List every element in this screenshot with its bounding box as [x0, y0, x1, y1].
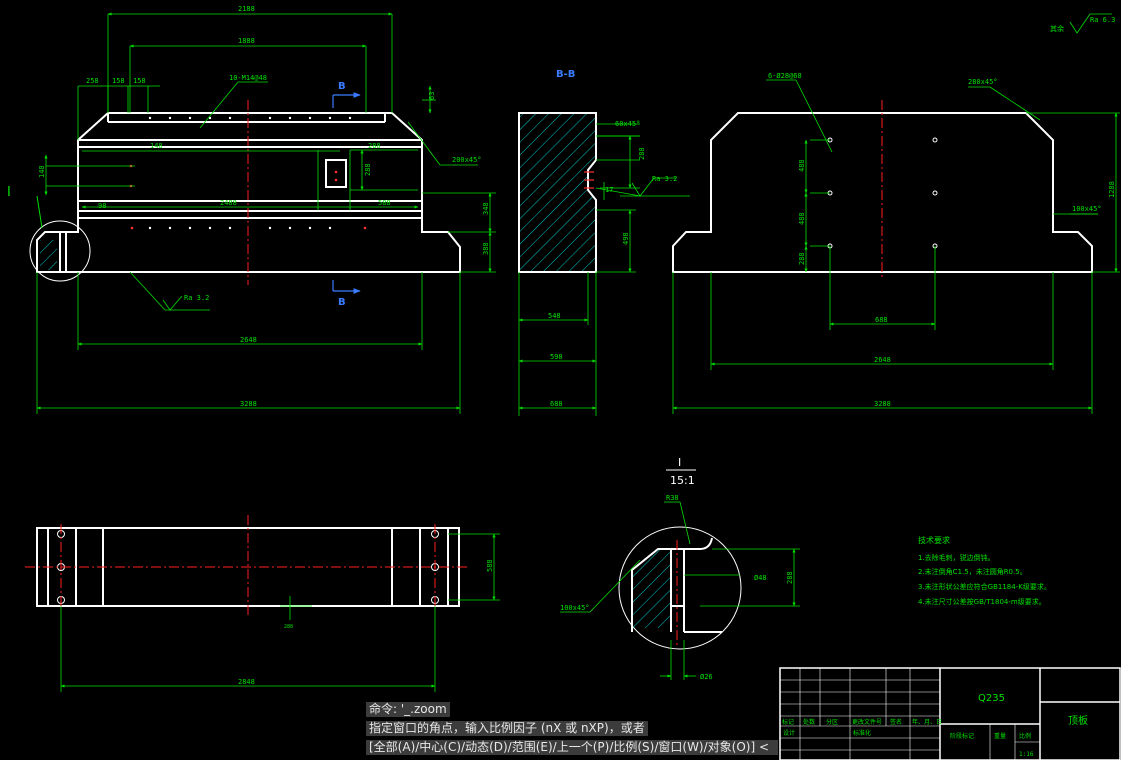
dim-left-height-1: 148	[38, 165, 46, 178]
detail-height: 288	[786, 571, 794, 584]
section-marker-top: B	[338, 81, 346, 92]
dim-mid-length-1: 148	[150, 142, 163, 150]
tech-req-line-3: 3.未注形状公差应符合GB1184-K级要求。	[918, 582, 1051, 591]
side-hole-spacing: 688	[875, 316, 888, 324]
dim-top-inner: 1888	[238, 37, 255, 45]
section-marker-bottom: B	[338, 297, 346, 308]
section-h3: 498	[622, 232, 630, 245]
title-block-material: Q235	[978, 693, 1005, 704]
section-h1: 288	[638, 147, 646, 160]
section-roughness: Ra 3.2	[652, 175, 677, 183]
command-history-2: 指定窗口的角点，输入比例因子 (nX 或 nXP)，或者	[366, 721, 648, 736]
dim-holes-label: 10-M14@48	[229, 74, 267, 82]
side-chamfer-top: 280x45°	[968, 78, 998, 86]
tech-req-line-4: 4.未注尺寸公差按GB/T1804-m级要求。	[918, 597, 1046, 606]
dim-top-left-offset: 258	[86, 77, 99, 85]
tech-req-line-2: 2.未注倒角C1.5，未注圆角R0.5。	[918, 567, 1027, 576]
plan-length: 2848	[238, 678, 255, 686]
dim-mid-height: 288	[364, 163, 372, 176]
detail-chamfer: 100x45°	[560, 604, 590, 612]
dim-mid-length-2: 2488	[220, 199, 237, 207]
detail-title-scale: 15:1	[670, 474, 695, 487]
dim-small-a: 158	[112, 77, 125, 85]
tech-requirements: 技术要求 1.去除毛刺，锐边倒钝。 2.未注倒角C1.5，未注圆角R0.5。 3…	[918, 535, 1051, 606]
tech-req-line-1: 1.去除毛刺，锐边倒钝。	[918, 553, 995, 562]
title-block-header-2: 处数	[803, 718, 815, 726]
plan-height: 588	[486, 559, 494, 572]
side-v1: 488	[798, 159, 806, 172]
dim-right-chamfer: 200x45°	[452, 156, 482, 164]
roughness-prefix: 其余	[1050, 24, 1064, 33]
roughness-value: Ra 6.3	[1090, 16, 1115, 24]
title-block-part-name: 顶板	[1068, 714, 1088, 727]
detail-view-i[interactable]: I 15:1 R38 100x45° Ø48 288 Ø26	[560, 456, 800, 681]
overall-roughness: 其余 Ra 6.3	[1050, 13, 1115, 34]
section-w3: 688	[550, 400, 563, 408]
detail-radius: R38	[666, 494, 679, 502]
side-v3: 288	[798, 252, 806, 265]
tech-req-title: 技术要求	[918, 535, 950, 545]
command-history-1: 命令: '_.zoom	[366, 702, 450, 717]
section-chamfer: 60x45°	[615, 120, 640, 128]
title-block-standardization: 标准化	[853, 729, 871, 737]
title-block-scale-value: 1:16	[1019, 751, 1034, 758]
dim-front-right-h2: 388	[482, 242, 490, 255]
dim-small-mark: 98	[98, 202, 106, 210]
side-length: 2648	[874, 356, 891, 364]
dim-mid-right-top: 288	[368, 142, 381, 150]
dim-front-length: 2648	[240, 336, 257, 344]
side-height: 1288	[1108, 181, 1116, 198]
title-block-header-6: 年、月、日	[912, 718, 942, 726]
dim-small-b: 158	[133, 77, 146, 85]
detail-dia: Ø48	[754, 574, 767, 582]
section-title: B-B	[556, 69, 575, 80]
command-prompt: [全部(A)/中心(C)/动态(D)/范围(E)/上一个(P)/比例(S)/窗口…	[369, 740, 770, 754]
command-input[interactable]	[769, 741, 776, 754]
section-h2: 17	[605, 186, 613, 194]
title-block-weight: 重量	[994, 732, 1006, 740]
section-w2: 598	[550, 353, 563, 361]
detail-bottom-dia: Ø26	[700, 673, 713, 681]
title-block[interactable]: Q235 顶板 标记 处数 分区 更改文件号 签名 年、月、日 设计 标准化 阶…	[779, 667, 1121, 760]
title-block-designer: 设计	[783, 729, 795, 737]
detail-callout-label: I	[7, 185, 11, 200]
title-block-scale: 比例	[1019, 732, 1031, 740]
title-block-stage-mark: 阶段标记	[950, 732, 974, 740]
dim-mid-right: 588	[378, 199, 391, 207]
detail-title-top: I	[678, 456, 681, 469]
section-w1: 548	[548, 312, 561, 320]
dim-front-overall: 3288	[240, 400, 257, 408]
side-holes: 6-Ø28@68	[768, 72, 802, 80]
command-line[interactable]: 命令: '_.zoom 指定窗口的角点，输入比例因子 (nX 或 nXP)，或者…	[366, 702, 836, 755]
plan-view[interactable]: 588 2848 288	[25, 515, 500, 692]
side-chamfer-right: 100x45°	[1072, 205, 1102, 213]
section-view-bb[interactable]: B-B 60x45° 288 17 Ra 3.2	[518, 69, 690, 416]
side-view[interactable]: 6-Ø28@68 280x45° 100x45° 1288 488 488 28…	[672, 72, 1120, 414]
front-view[interactable]: I	[7, 5, 496, 414]
title-block-header-4: 更改文件号	[852, 718, 882, 726]
title-block-header-5: 签名	[890, 718, 902, 726]
title-block-header-1: 标记	[782, 718, 794, 726]
dim-front-right-h1: 348	[482, 202, 490, 215]
title-block-header-3: 分区	[826, 718, 838, 726]
dim-top-overall: 2188	[238, 5, 255, 13]
front-roughness: Ra 3.2	[184, 294, 209, 302]
command-prompt-row[interactable]: [全部(A)/中心(C)/动态(D)/范围(E)/上一个(P)/比例(S)/窗口…	[366, 740, 779, 755]
side-v2: 488	[798, 212, 806, 225]
dim-right: 63	[428, 92, 436, 100]
plan-small: 288	[284, 624, 293, 630]
side-overall: 3288	[874, 400, 891, 408]
